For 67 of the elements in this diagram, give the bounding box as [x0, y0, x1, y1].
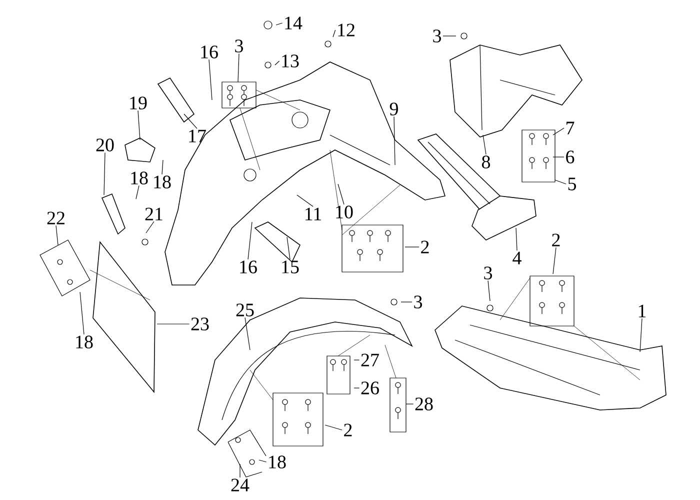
leader-line [136, 185, 140, 200]
leader-line [324, 424, 342, 430]
callout-number: 16 [240, 260, 257, 274]
callout-number: 22 [47, 212, 64, 224]
callout-number: 3 [414, 296, 422, 308]
leader-line [552, 128, 564, 136]
callout-number: 20 [96, 138, 114, 152]
leader-line [332, 30, 336, 38]
callout-number: 19 [130, 96, 147, 110]
leader-line [80, 292, 84, 335]
leader-line [138, 110, 140, 140]
callout-number: 2 [552, 234, 560, 246]
callout-number: 18 [269, 456, 286, 468]
callout-number: 28 [415, 398, 433, 410]
leader-line [146, 221, 154, 234]
leader-line [516, 228, 518, 251]
leader-line [238, 53, 240, 82]
callout-number: 14 [285, 16, 302, 30]
leader-line [286, 236, 290, 260]
leader-line [162, 160, 164, 175]
leader-line [274, 60, 280, 66]
leader-line [404, 246, 420, 248]
callout-number: 11 [306, 208, 322, 220]
callout-number: 4 [512, 252, 522, 264]
callout-number: 2 [421, 240, 429, 254]
callout-number: 5 [568, 178, 576, 190]
leader-line [276, 22, 283, 26]
leader-line [482, 134, 486, 155]
callout-number: 16 [201, 46, 218, 58]
callout-number: 8 [482, 156, 490, 168]
callout-number: 6 [566, 150, 574, 164]
callout-number: 12 [338, 24, 354, 36]
callout-number: 18 [76, 336, 93, 348]
leader-line [104, 152, 106, 196]
callout-number: 23 [191, 318, 209, 330]
callout-number: 21 [145, 208, 162, 220]
callout-number: 3 [433, 30, 441, 42]
callout-number: 3 [484, 266, 492, 280]
callout-number: 1 [638, 304, 646, 318]
leader-line [640, 318, 642, 352]
callout-number: 26 [361, 382, 379, 394]
leader-line [338, 184, 344, 205]
leader-line [208, 59, 212, 100]
callout-number: 3 [235, 40, 243, 52]
leader-line [296, 194, 314, 207]
leader-line [394, 116, 396, 166]
callout-number: 10 [336, 206, 353, 218]
callout-number: 13 [282, 54, 299, 68]
callout-number: 15 [282, 260, 299, 274]
callout-number: 17 [189, 130, 206, 142]
leader-line [244, 317, 250, 350]
leader-line [552, 247, 556, 274]
callout-number: 18 [131, 172, 148, 184]
callout-number: 18 [154, 176, 171, 188]
callout-number: 25 [236, 304, 254, 316]
leader-line [554, 180, 566, 184]
callout-number: 24 [231, 478, 250, 492]
callout-number: 27 [361, 354, 379, 366]
leader-line [184, 114, 198, 129]
callout-number: 2 [344, 424, 352, 436]
leader-line [258, 460, 267, 462]
leader-line [56, 225, 58, 246]
leader-line [488, 280, 490, 302]
leader-line [248, 222, 252, 260]
leader-line [552, 156, 564, 158]
callout-number: 9 [390, 102, 398, 116]
callout-number: 7 [566, 122, 574, 134]
